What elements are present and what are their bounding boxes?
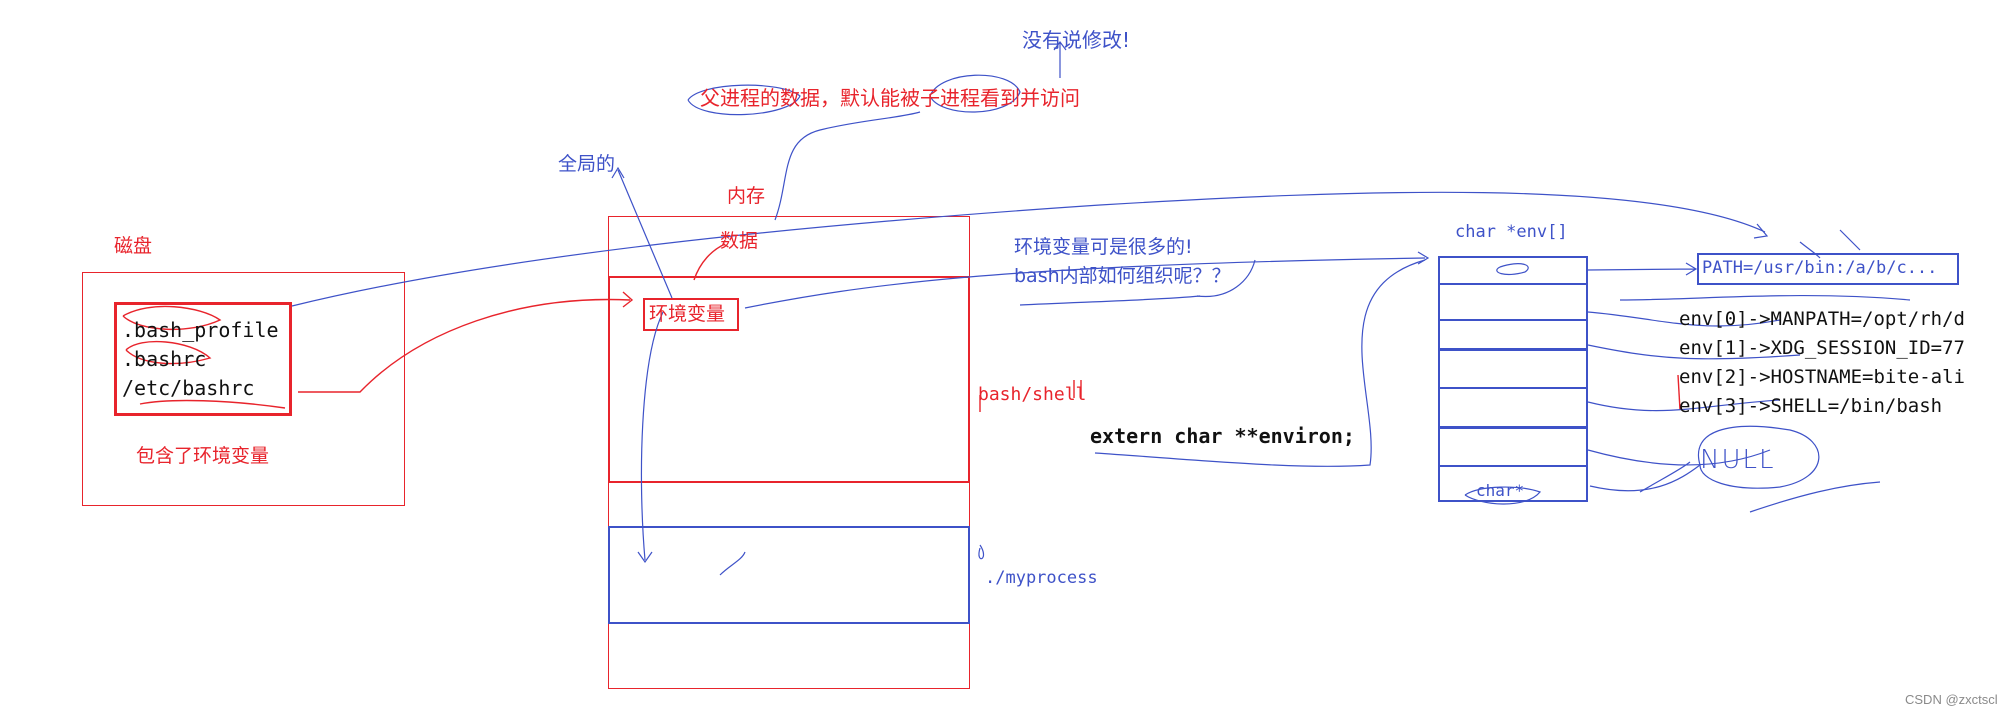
not-modified-note: 没有说修改!	[1022, 28, 1131, 52]
env-entry: env[0]->MANPATH=/opt/rh/d	[1679, 308, 1965, 330]
memory-label: 内存	[727, 185, 766, 207]
null-label: NULL	[1700, 445, 1776, 475]
disk-label: 磁盘	[114, 235, 153, 257]
env-array-label: char *env[]	[1455, 222, 1568, 242]
config-file-item: /etc/bashrc	[122, 376, 255, 400]
env-slot-4	[1438, 427, 1588, 467]
env-slot-2	[1438, 349, 1588, 389]
env-entry: env[2]->HOSTNAME=bite-ali	[1679, 366, 1965, 388]
env-vars-label: 环境变量	[649, 303, 726, 325]
extern-environ-decl: extern char **environ;	[1090, 424, 1355, 448]
config-files-box	[114, 302, 292, 416]
global-label: 全局的	[558, 153, 616, 175]
char-ptr-label: char*	[1476, 481, 1525, 500]
config-file-item: .bashrc	[122, 347, 207, 371]
myprocess-label: ./myprocess	[985, 568, 1098, 588]
config-file-list: .bash_profile .bashrc /etc/bashrc	[122, 316, 279, 403]
disk-box	[82, 272, 405, 506]
env-entry: env[1]->XDG_SESSION_ID=77	[1679, 337, 1965, 359]
parent-data-note: 父进程的数据，默认能被子进程看到并访问	[700, 86, 1080, 110]
data-label: 数据	[720, 230, 759, 252]
bash-shell-label: bash/shell	[978, 384, 1087, 405]
config-file-item: .bash_profile	[122, 318, 279, 342]
env-entry-list: env[0]->MANPATH=/opt/rh/d env[1]->XDG_SE…	[1679, 305, 2004, 421]
disk-to-env-arrow	[298, 298, 631, 393]
bash-profile-to-path-arrow	[291, 191, 1766, 307]
contains-env-vars-label: 包含了环境变量	[136, 445, 270, 467]
env-slot-0	[1438, 283, 1588, 321]
many-env-vars-note: 环境变量可是很多的!	[1014, 236, 1193, 258]
watermark: CSDN @zxctscl	[1905, 692, 1998, 707]
env-slot-1	[1438, 321, 1588, 349]
env-vars-label-box	[643, 298, 739, 331]
path-value-box	[1697, 253, 1959, 285]
bash-shell-box	[608, 276, 970, 483]
bash-organize-note: bash内部如何组织呢？？	[1014, 265, 1231, 287]
env-slot-3	[1438, 389, 1588, 427]
myprocess-box	[608, 526, 970, 624]
env-entry: env[3]->SHELL=/bin/bash	[1679, 395, 1943, 417]
path-value: PATH=/usr/bin:/a/b/c...	[1702, 258, 1938, 278]
